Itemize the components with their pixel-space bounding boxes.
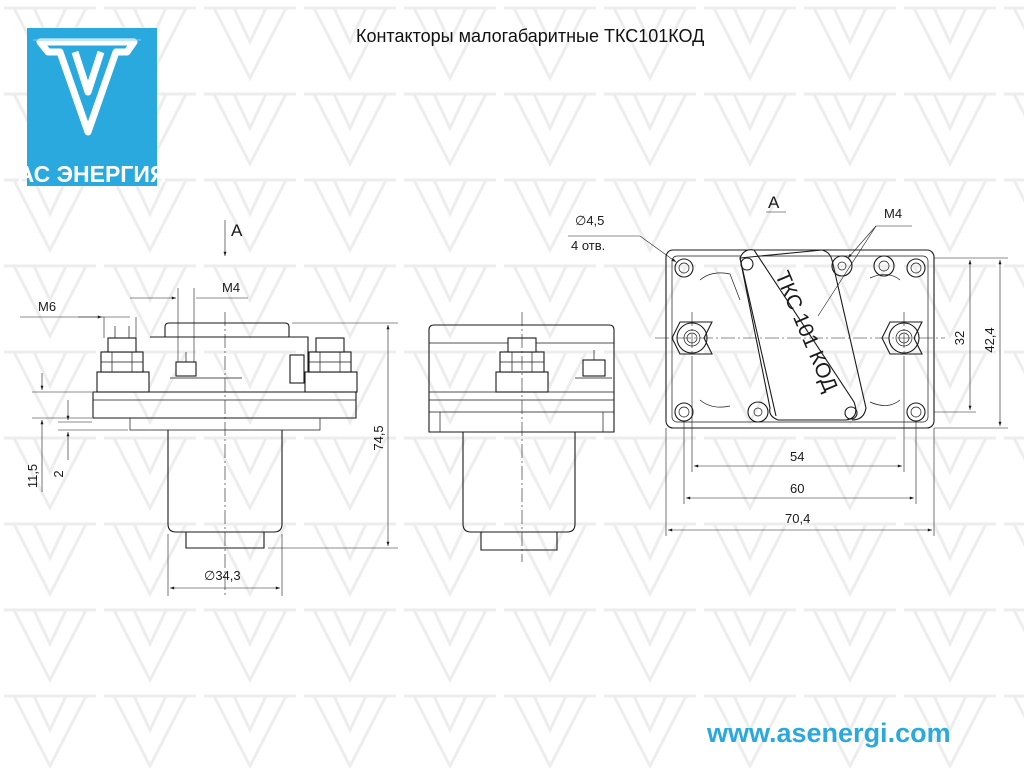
dim-height-total: 74,5 xyxy=(371,425,386,450)
front-view xyxy=(428,312,615,562)
dim-width-54: 54 xyxy=(790,449,804,464)
dim-width-70-4: 70,4 xyxy=(785,511,810,526)
dim-thread-m4-top: М4 xyxy=(884,206,902,221)
top-view: А ТКС 101 КОД xyxy=(568,193,1008,536)
dim-base-thickness: 2 xyxy=(51,470,66,477)
dim-hole-diameter: ∅4,5 xyxy=(575,213,604,228)
website-link[interactable]: www.asenergi.com xyxy=(707,718,951,748)
dim-thread-m4: М4 xyxy=(222,280,240,295)
dim-thread-m6: М6 xyxy=(38,299,56,314)
mount-hole xyxy=(906,258,926,278)
company-logo[interactable]: АС ЭНЕРГИЯ xyxy=(18,28,167,187)
view-label: А xyxy=(768,193,780,212)
mount-hole xyxy=(674,258,694,278)
dim-diameter: ∅34,3 xyxy=(204,568,241,583)
dim-height-42-4: 42,4 xyxy=(982,327,997,352)
dim-width-60: 60 xyxy=(790,481,804,496)
view-arrow-label: A xyxy=(231,221,243,240)
dim-height-32: 32 xyxy=(952,331,967,345)
delta-shield-logo-icon xyxy=(33,38,141,136)
side-view: A М6 М4 74,5 11,5 2 ∅34,3 xyxy=(20,220,398,596)
page-title: Контакторы малогабаритные ТКС101КОД xyxy=(356,26,705,46)
mount-hole xyxy=(906,402,926,422)
mount-hole xyxy=(674,402,694,422)
dim-hole-count: 4 отв. xyxy=(571,238,605,253)
logo-text: АС ЭНЕРГИЯ xyxy=(18,161,167,187)
dim-height-base: 11,5 xyxy=(25,464,40,488)
